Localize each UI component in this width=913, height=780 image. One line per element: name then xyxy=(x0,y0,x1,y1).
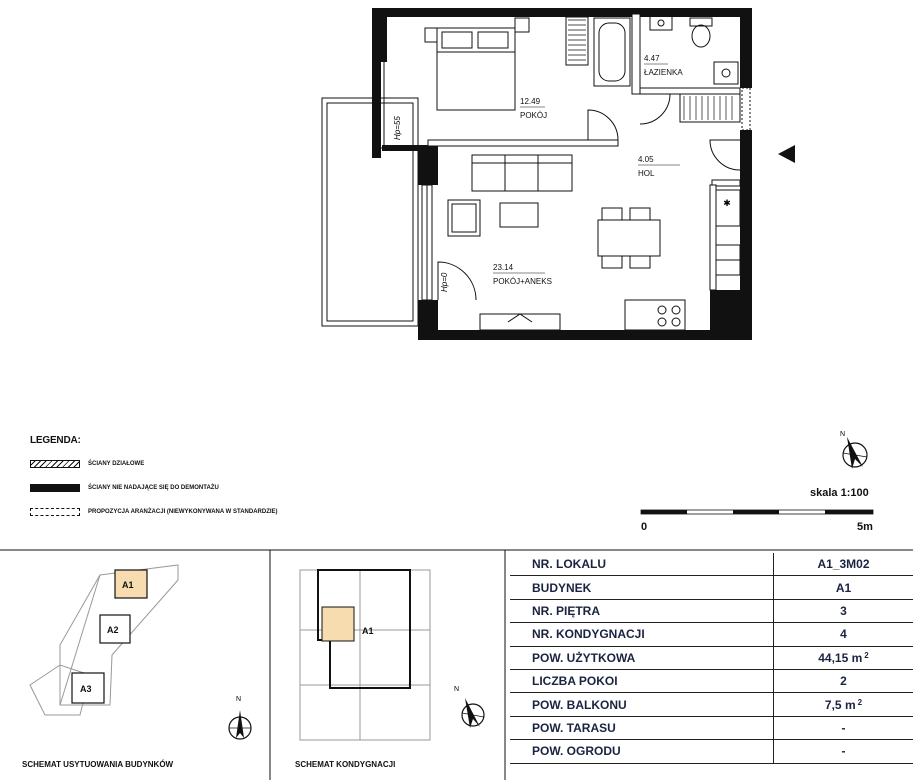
north-compass-icon xyxy=(842,437,868,469)
bottom-frame: A1 A2 A3 A1 N N xyxy=(0,549,913,780)
room-area-pokoj-aneks: 23.14 xyxy=(493,263,514,272)
room-name-lazienka: ŁAZIENKA xyxy=(644,68,683,77)
doors xyxy=(437,93,741,301)
table-row: POW. OGRODU- xyxy=(510,740,913,764)
balcony xyxy=(321,97,419,327)
legend-title: LEGENDA: xyxy=(30,435,81,446)
living-furniture xyxy=(447,154,741,331)
site-label-a1: A1 xyxy=(122,580,134,590)
structural-walls xyxy=(372,8,752,340)
fridge-icon: ✱ xyxy=(723,198,731,208)
height-door: Hp=0 xyxy=(440,272,449,292)
partition-walls xyxy=(427,13,741,291)
room-area-pokoj: 12.49 xyxy=(520,97,541,106)
bathroom-fixtures xyxy=(593,15,739,87)
room-name-pokoj-aneks: POKÓJ+ANEKS xyxy=(493,277,552,286)
scale-end: 5m xyxy=(857,521,873,533)
partition-swatch xyxy=(30,460,80,468)
proposal-swatch xyxy=(30,508,80,516)
site-building-a2 xyxy=(99,614,131,644)
room-labels: 12.49 POKÓJ 4.47 ŁAZIENKA 4.05 HOL 23.14… xyxy=(493,54,683,286)
windows xyxy=(375,59,751,301)
structural-swatch xyxy=(30,484,80,492)
floor-unit-highlight xyxy=(321,606,355,642)
legend-item-partition: ŚCIANY DZIAŁOWE xyxy=(30,460,144,468)
scale-label: skala 1:100 xyxy=(810,487,869,499)
floor-schema-caption: SCHEMAT KONDYGNACJI xyxy=(295,760,396,769)
floor-plan: ✱ 12.49 POKÓJ 4.47 ŁAZIENKA 4.05 HOL 23.… xyxy=(321,8,874,515)
room-area-lazienka: 4.47 xyxy=(644,54,660,63)
site-building-a3 xyxy=(71,672,105,704)
legend-item-structural: ŚCIANY NIE NADAJĄCE SIĘ DO DEMONTAŻU xyxy=(30,484,219,492)
hatching xyxy=(568,19,733,120)
height-balcony: Hp=55 xyxy=(393,116,402,140)
table-row: POW. TARASU- xyxy=(510,716,913,741)
scale-start: 0 xyxy=(641,521,648,533)
scale-bar xyxy=(640,509,874,515)
room-area-hol: 4.05 xyxy=(638,155,654,164)
floor-compass-icon xyxy=(461,698,485,728)
entrance-arrow-icon xyxy=(778,145,795,163)
site-label-a2: A2 xyxy=(107,625,119,635)
site-compass-icon xyxy=(228,710,252,740)
bed xyxy=(424,17,530,111)
north-label: N xyxy=(840,431,845,438)
legend-item-proposal: PROPOZYCJA ARANŻACJI (NIEWYKONYWANA W ST… xyxy=(30,508,278,516)
site-building-a1 xyxy=(114,569,148,599)
site-schema-caption: SCHEMAT USYTUOWANIA BUDYNKÓW xyxy=(22,760,174,769)
room-name-hol: HOL xyxy=(638,169,655,178)
floor-label-a1: A1 xyxy=(362,626,374,636)
floor-north-label: N xyxy=(454,686,459,693)
site-label-a3: A3 xyxy=(80,684,92,694)
site-north-label: N xyxy=(236,696,241,703)
floor-outline xyxy=(317,569,411,689)
room-name-pokoj: POKÓJ xyxy=(520,111,547,120)
